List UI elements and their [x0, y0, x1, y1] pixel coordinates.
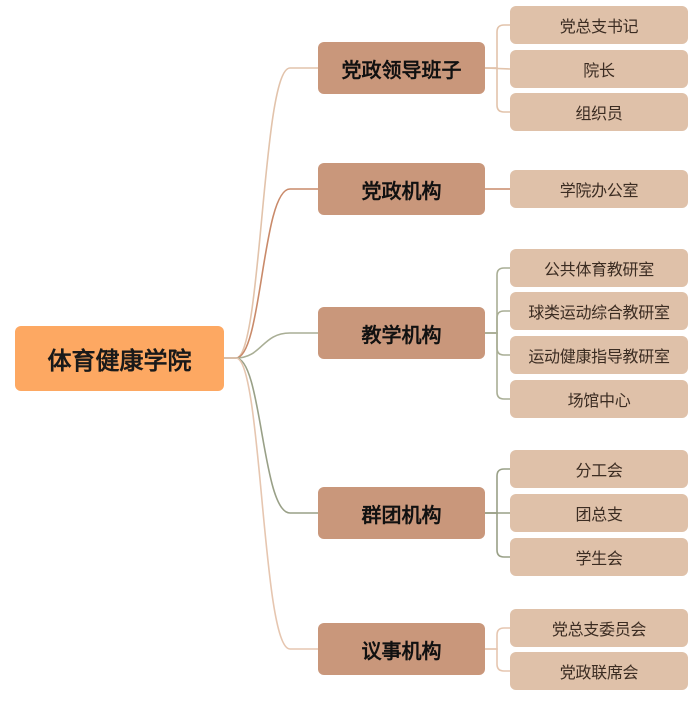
branch-node[interactable]: 群团机构: [318, 487, 485, 539]
branch-leaf-connector: [485, 332, 510, 400]
root-branch-connector: [224, 67, 318, 359]
branch-leaf-connector: [485, 67, 510, 113]
leaf-node[interactable]: 党政联席会: [510, 652, 688, 690]
branch-node[interactable]: 教学机构: [318, 307, 485, 359]
leaf-node[interactable]: 分工会: [510, 450, 688, 488]
branch-leaf-connector: [485, 267, 510, 334]
branch-leaf-connector: [485, 310, 510, 334]
leaf-node[interactable]: 党总支书记: [510, 6, 688, 44]
leaf-node[interactable]: 院长: [510, 50, 688, 88]
branch-leaf-connector: [485, 627, 510, 650]
root-node[interactable]: 体育健康学院: [15, 326, 224, 391]
leaf-node[interactable]: 学生会: [510, 538, 688, 576]
root-branch-connector: [224, 357, 318, 650]
root-branch-connector: [224, 332, 318, 359]
branch-node[interactable]: 议事机构: [318, 623, 485, 675]
leaf-node[interactable]: 组织员: [510, 93, 688, 131]
branch-node[interactable]: 党政机构: [318, 163, 485, 215]
branch-leaf-connector: [485, 468, 510, 514]
leaf-node[interactable]: 团总支: [510, 494, 688, 532]
branch-leaf-connector: [485, 512, 510, 558]
branch-leaf-connector: [485, 648, 510, 672]
branch-leaf-connector: [485, 24, 510, 69]
leaf-node[interactable]: 党总支委员会: [510, 609, 688, 647]
root-branch-connector: [224, 188, 318, 359]
leaf-node[interactable]: 场馆中心: [510, 380, 688, 418]
root-branch-connector: [224, 357, 318, 514]
leaf-node[interactable]: 学院办公室: [510, 170, 688, 208]
leaf-node[interactable]: 公共体育教研室: [510, 249, 688, 287]
branch-node[interactable]: 党政领导班子: [318, 42, 485, 94]
leaf-node[interactable]: 运动健康指导教研室: [510, 336, 688, 374]
leaf-node[interactable]: 球类运动综合教研室: [510, 292, 688, 330]
